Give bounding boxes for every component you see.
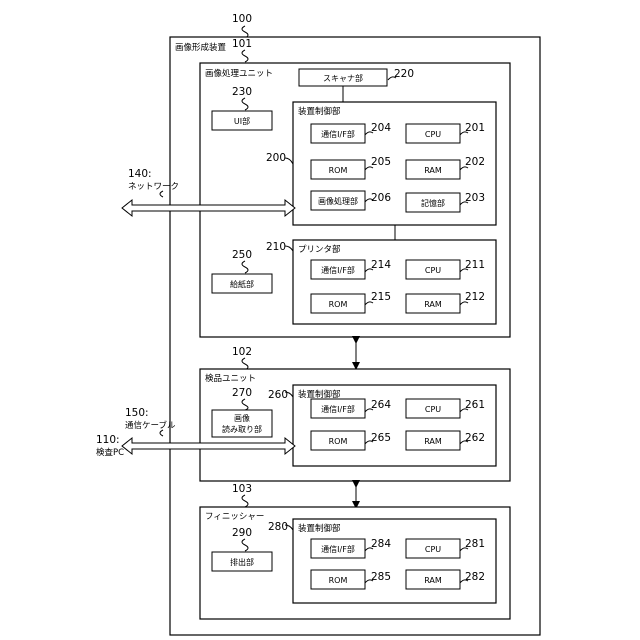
ref-230: 230 [232, 86, 252, 98]
comm-cable-label: 通信ケーブル [125, 420, 176, 431]
ref-204: 204 [371, 122, 391, 134]
storage-label: 記憶部 [421, 198, 445, 208]
ref-100: 100 [232, 13, 252, 25]
rom-210-label: ROM [329, 300, 348, 309]
finisher-label: フィニッシャー [205, 512, 264, 522]
scanner-label: スキャナ部 [323, 73, 363, 83]
ref-206: 206 [371, 192, 391, 204]
image-reader-label-2: 読み取り部 [222, 424, 262, 434]
ref-110: 110: [96, 434, 120, 446]
ref-260: 260 [268, 389, 288, 401]
comm-if-210-label: 通信I/F部 [321, 265, 355, 275]
ref-101: 101 [232, 38, 252, 50]
discharge-label: 排出部 [230, 557, 254, 567]
ref-205: 205 [371, 156, 391, 168]
rom-200-label: ROM [329, 166, 348, 175]
rom-280-label: ROM [329, 576, 348, 585]
feed-label: 給紙部 [230, 279, 254, 289]
ref-201: 201 [465, 122, 485, 134]
ref-214: 214 [371, 259, 391, 271]
ref-282: 282 [465, 571, 485, 583]
cpu-210-label: CPU [425, 266, 441, 275]
cpu-200-label: CPU [425, 130, 441, 139]
ram-280-label: RAM [424, 576, 442, 585]
network-label: ネットワーク [128, 182, 179, 192]
ref-203: 203 [465, 192, 485, 204]
image-reader-label-1: 画像 [234, 413, 250, 423]
comm-if-280-label: 通信I/F部 [321, 544, 355, 554]
comm-if-260-label: 通信I/F部 [321, 404, 355, 414]
ref-140: 140: [128, 168, 152, 180]
ram-210-label: RAM [424, 300, 442, 309]
leader-100 [242, 26, 248, 38]
ref-202: 202 [465, 156, 485, 168]
ref-220: 220 [394, 68, 414, 80]
image-processing-unit-label: 画像処理ユニット [205, 68, 273, 79]
ram-260-label: RAM [424, 437, 442, 446]
ref-262: 262 [465, 432, 485, 444]
ui-label: UI部 [234, 116, 250, 126]
ref-285: 285 [371, 571, 391, 583]
ref-284: 284 [371, 538, 391, 550]
ref-264: 264 [371, 399, 391, 411]
device-control-280-label: 装置制御部 [298, 523, 341, 534]
ref-102: 102 [232, 346, 252, 358]
ref-250: 250 [232, 249, 252, 261]
ref-200: 200 [266, 152, 286, 164]
ref-270: 270 [232, 387, 252, 399]
ref-211: 211 [465, 259, 485, 271]
ref-210: 210 [266, 241, 286, 253]
ref-215: 215 [371, 291, 391, 303]
cpu-260-label: CPU [425, 405, 441, 414]
image-proc-label: 画像処理部 [318, 196, 358, 206]
ref-150: 150: [125, 407, 149, 419]
device-control-200-label: 装置制御部 [298, 106, 341, 117]
ram-200-label: RAM [424, 166, 442, 175]
device-control-260-label: 装置制御部 [298, 389, 341, 400]
ref-103: 103 [232, 483, 252, 495]
apparatus-label: 画像形成装置 [175, 42, 227, 53]
cpu-280-label: CPU [425, 545, 441, 554]
ref-280: 280 [268, 521, 288, 533]
comm-if-200-label: 通信I/F部 [321, 129, 355, 139]
printer-label: プリンタ部 [298, 244, 341, 255]
ref-281: 281 [465, 538, 485, 550]
rom-260-label: ROM [329, 437, 348, 446]
ref-261: 261 [465, 399, 485, 411]
ref-212: 212 [465, 291, 485, 303]
ref-290: 290 [232, 527, 252, 539]
ref-265: 265 [371, 432, 391, 444]
inspection-pc-label: 検査PC [96, 447, 124, 458]
inspection-unit-label: 検品ユニット [205, 373, 256, 384]
